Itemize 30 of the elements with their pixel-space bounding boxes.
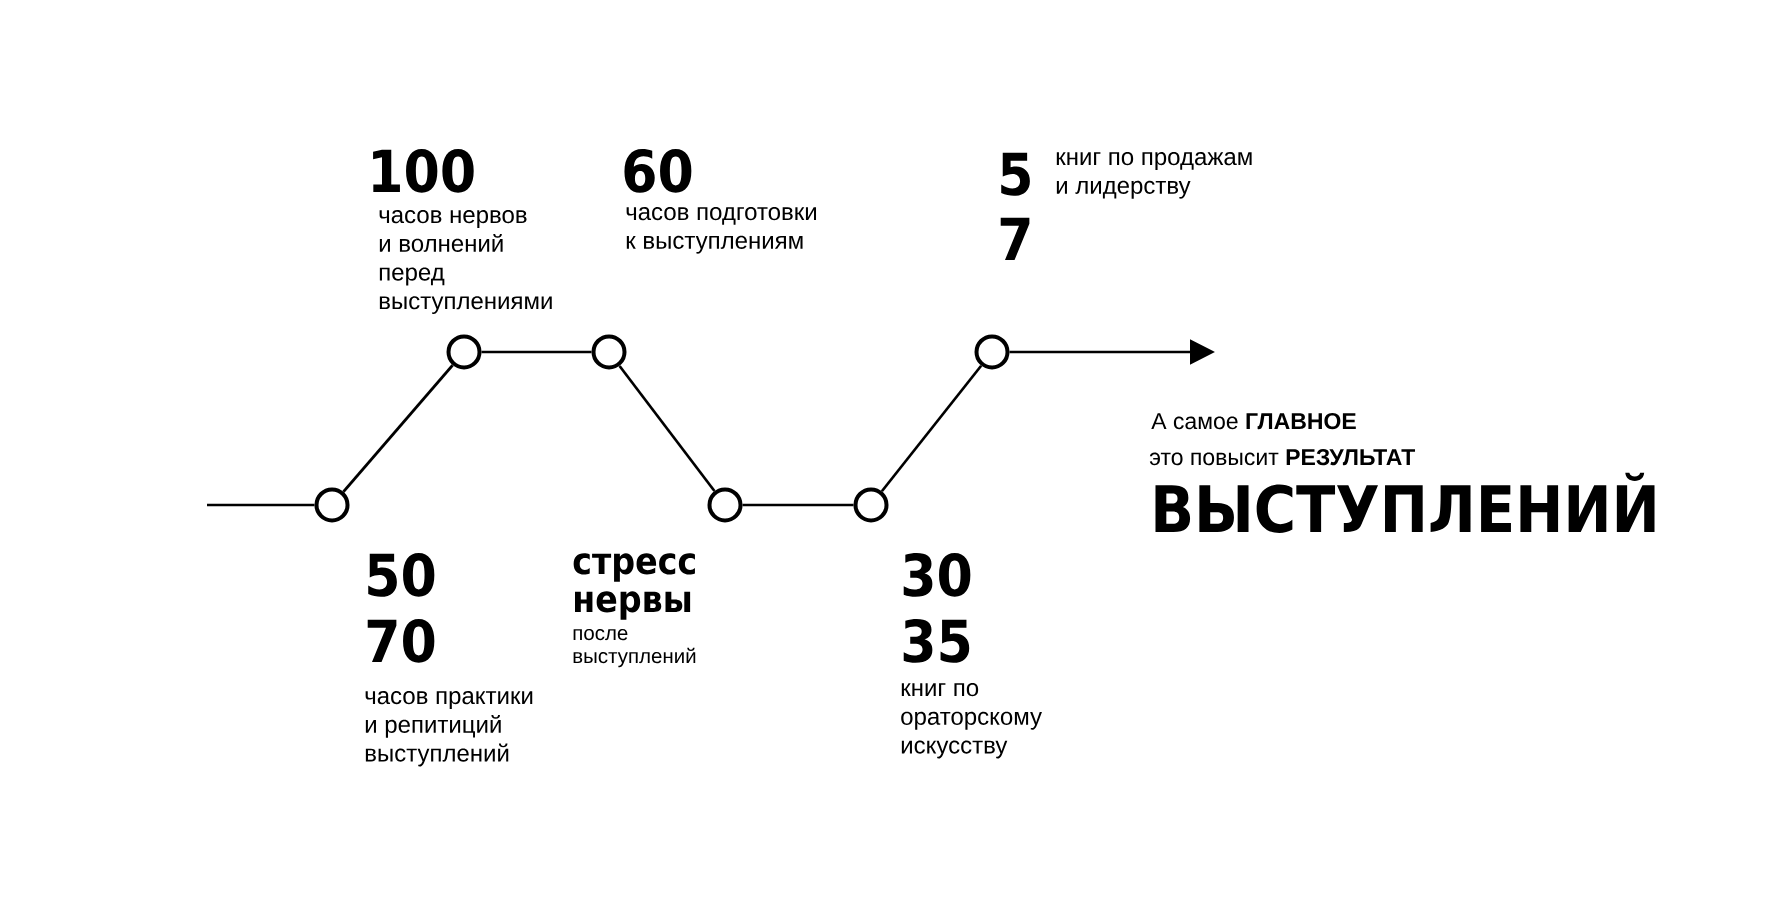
caption-text: после выступлений: [573, 628, 696, 668]
caption-text: книг по продажам и лидерству: [1056, 152, 1252, 199]
timeline-line: [481, 350, 592, 354]
milestone-circle: [707, 487, 743, 523]
timeline-line: [342, 364, 454, 493]
timeline-line: [207, 503, 315, 507]
big-number: 100: [373, 148, 474, 193]
big-number: 35: [903, 618, 970, 663]
slogan-text: это повысит РЕЗУЛЬТАТ: [1149, 448, 1415, 466]
big-number: 60: [624, 148, 692, 193]
milestone-circle: [974, 334, 1010, 370]
milestone-circle: [314, 487, 350, 523]
big-number: 7: [1000, 217, 1030, 260]
big-number: 70: [367, 618, 435, 663]
milestone-circle: [591, 334, 627, 370]
caption-text: часов нервов и волнений перед выступлениями: [379, 210, 552, 315]
timeline-line: [742, 503, 854, 507]
slogan-heading: ВЫСТУПЛЕНИЙ: [1155, 472, 1655, 533]
milestone-circle: [853, 487, 889, 523]
milestone-circle: [446, 334, 482, 370]
big-number: 5: [1001, 152, 1030, 196]
caption-text: часов подготовки к выступлениям: [626, 207, 816, 254]
timeline-line: [880, 364, 983, 493]
big-number: 50: [368, 552, 435, 597]
slogan-text: А самое ГЛАВНОЕ: [1151, 412, 1356, 430]
heading-text: стресс нервы: [573, 553, 695, 620]
timeline-line: [618, 365, 716, 492]
caption-text: книг по ораторскому искусству: [901, 683, 1042, 759]
big-number: 30: [903, 552, 971, 597]
caption-text: часов практики и репитиций выступлений: [365, 691, 533, 767]
